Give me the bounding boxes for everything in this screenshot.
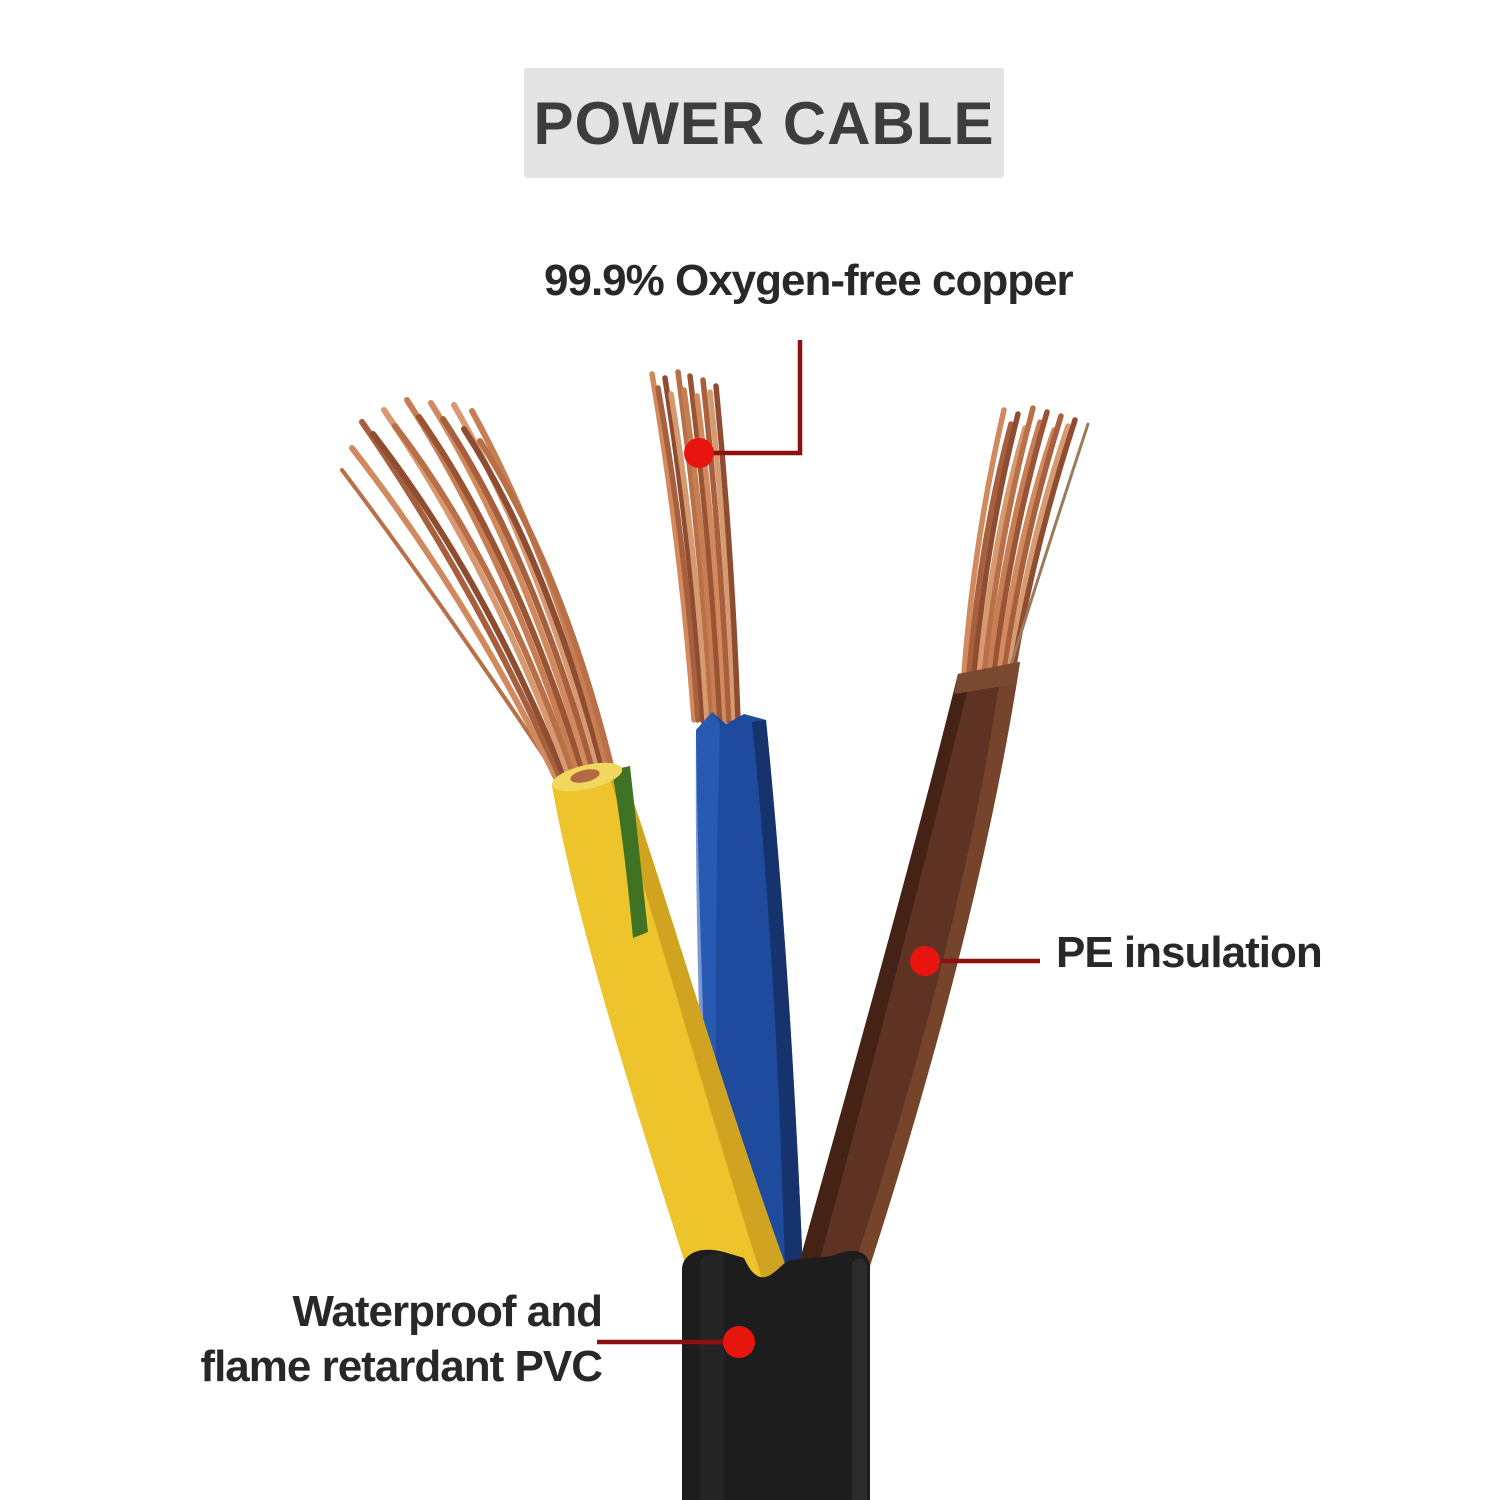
copper-strands-live-wire [961, 405, 1090, 679]
marker-dots [684, 438, 940, 1358]
leader-lines [597, 340, 1040, 1345]
copper-strands-earth-wire [340, 397, 618, 792]
live-wire-shade [786, 672, 972, 1310]
annotation-pvc-label: Waterproof and flame retardant PVC [200, 1284, 603, 1394]
earth-wire-core-face [570, 769, 600, 783]
live-wire-cut-face [954, 662, 1020, 694]
copper-strands-neutral-wire [649, 369, 741, 725]
live-wire-highlight [852, 662, 1020, 1272]
marker-dot-pvc [723, 1326, 755, 1358]
marker-dot-copper [684, 438, 714, 468]
annotation-pvc-line2: flame retardant PVC [200, 1342, 603, 1391]
cable-jacket [682, 1249, 870, 1500]
annotation-copper-label: 99.9% Oxygen-free copper [544, 256, 1074, 305]
cable-jacket-highlight [852, 1258, 867, 1500]
title-text: POWER CABLE [533, 89, 995, 157]
neutral-wire-shade [752, 720, 802, 1310]
cable-jacket-sheen [700, 1253, 724, 1500]
annotation-pe-label: PE insulation [1056, 928, 1323, 977]
marker-dot-pe [910, 946, 940, 976]
title-banner: POWER CABLE [524, 68, 1004, 178]
cable-jacket-body [682, 1249, 870, 1500]
leader-line-copper [713, 340, 803, 456]
earth-wire [551, 762, 790, 1310]
live-wire [786, 662, 1020, 1310]
earth-wire-green-stripe [612, 766, 648, 938]
annotation-pvc-line1: Waterproof and [292, 1287, 603, 1336]
earth-wire-shadow-edge [608, 768, 790, 1310]
